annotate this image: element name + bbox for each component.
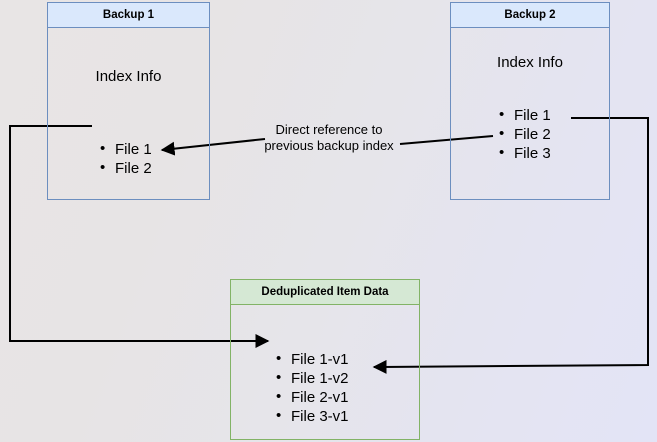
node-deduplicated-item-data[interactable]: Deduplicated Item Data File 1-v1 File 1-… [230,279,420,440]
backup-2-file-list: File 1 File 2 File 3 [499,105,551,163]
backup-2-index-info-label: Index Info [497,54,563,71]
list-item: File 1 [499,105,551,125]
backup-1-index-info-label: Index Info [95,68,162,85]
node-backup-1-body: Index Info File 1 File 2 [48,28,209,199]
node-backup-2[interactable]: Backup 2 Index Info File 1 File 2 File 3 [450,2,610,200]
list-item: File 2 [100,158,152,178]
node-deduplicated-item-data-header: Deduplicated Item Data [231,280,419,305]
list-item: File 1 [100,139,152,159]
node-backup-1-header: Backup 1 [48,3,209,28]
edge-label-line-1: Direct reference to [275,122,383,137]
node-backup-1[interactable]: Backup 1 Index Info File 1 File 2 [47,2,210,200]
list-item: File 1-v1 [276,349,349,369]
backup-1-file-list: File 1 File 2 [100,139,152,178]
node-backup-2-body: Index Info File 1 File 2 File 3 [451,28,609,199]
list-item: File 3-v1 [276,406,349,426]
list-item: File 2-v1 [276,387,349,407]
list-item: File 1-v2 [276,368,349,388]
list-item: File 3 [499,143,551,163]
node-deduplicated-item-data-body: File 1-v1 File 1-v2 File 2-v1 File 3-v1 [231,305,419,439]
list-item: File 2 [499,124,551,144]
edge-label-line-2: previous backup index [264,138,394,153]
edge-label-direct-reference: Direct reference to previous backup inde… [248,122,410,154]
dedup-file-list: File 1-v1 File 1-v2 File 2-v1 File 3-v1 [276,349,349,426]
node-backup-2-header: Backup 2 [451,3,609,28]
